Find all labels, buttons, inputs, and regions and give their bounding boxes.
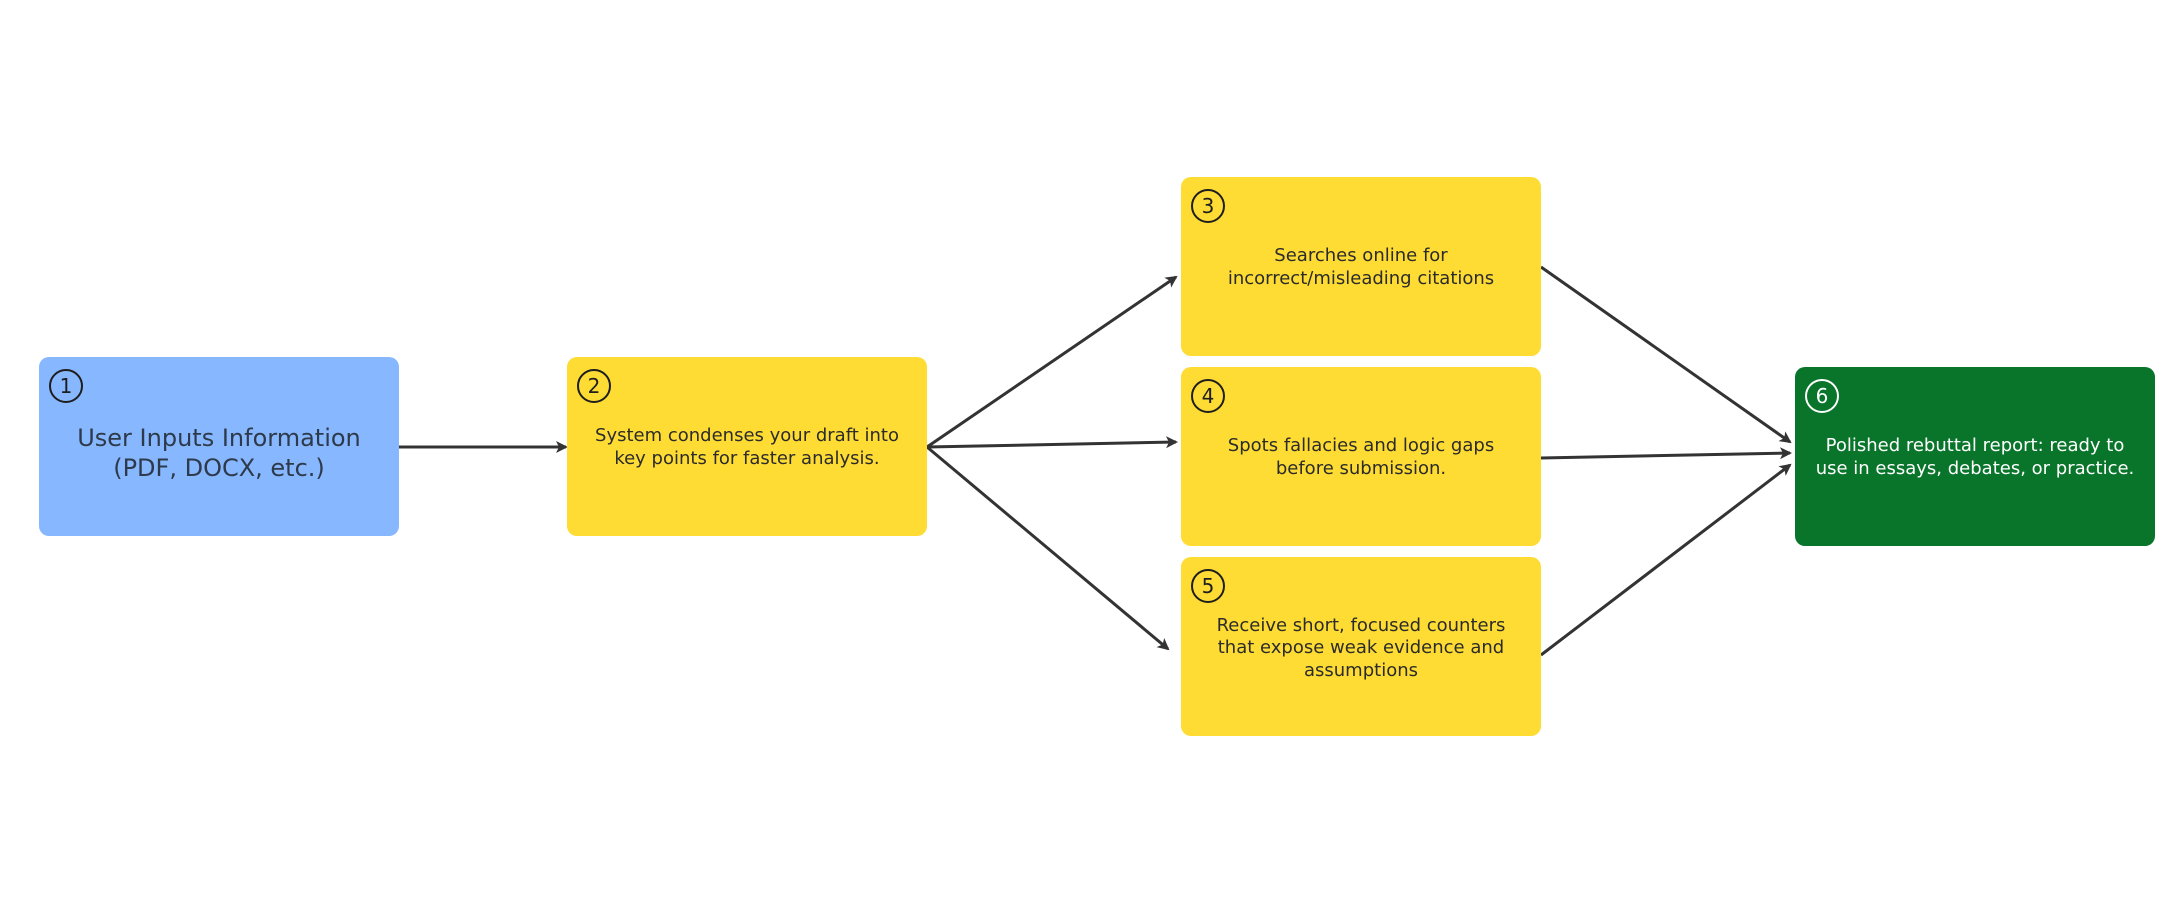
step-number-badge: 1 bbox=[49, 369, 83, 403]
arrow-3-to-6 bbox=[1540, 265, 1792, 444]
step-5-node: 5 Receive short, focused counters that e… bbox=[1181, 557, 1541, 736]
step-4-node: 4 Spots fallacies and logic gaps before … bbox=[1181, 367, 1541, 546]
step-number-badge: 2 bbox=[577, 369, 611, 403]
step-1-node: 1 User Inputs Information (PDF, DOCX, et… bbox=[39, 357, 399, 536]
arrow-2-to-5 bbox=[926, 445, 1170, 651]
step-4-text: Spots fallacies and logic gaps before su… bbox=[1227, 435, 1495, 479]
step-number-badge: 3 bbox=[1191, 189, 1225, 223]
step-number-badge: 4 bbox=[1191, 379, 1225, 413]
step-6-node: 6 Polished rebuttal report: ready to use… bbox=[1795, 367, 2155, 546]
arrow-2-to-3 bbox=[926, 275, 1178, 449]
step-number-badge: 5 bbox=[1191, 569, 1225, 603]
arrow-5-to-6 bbox=[1540, 463, 1792, 657]
step-number-badge: 6 bbox=[1805, 379, 1839, 413]
step-2-text: System condenses your draft into key poi… bbox=[595, 425, 899, 469]
step-6-text: Polished rebuttal report: ready to use i… bbox=[1815, 435, 2135, 479]
step-2-node: 2 System condenses your draft into key p… bbox=[567, 357, 927, 536]
step-3-text: Searches online for incorrect/misleading… bbox=[1227, 245, 1495, 289]
step-5-text: Receive short, focused counters that exp… bbox=[1216, 614, 1506, 681]
step-3-node: 3 Searches online for incorrect/misleadi… bbox=[1181, 177, 1541, 356]
arrow-4-to-6 bbox=[1540, 447, 1792, 460]
step-1-text: User Inputs Information (PDF, DOCX, etc.… bbox=[77, 423, 361, 482]
arrow-2-to-4 bbox=[926, 436, 1178, 449]
